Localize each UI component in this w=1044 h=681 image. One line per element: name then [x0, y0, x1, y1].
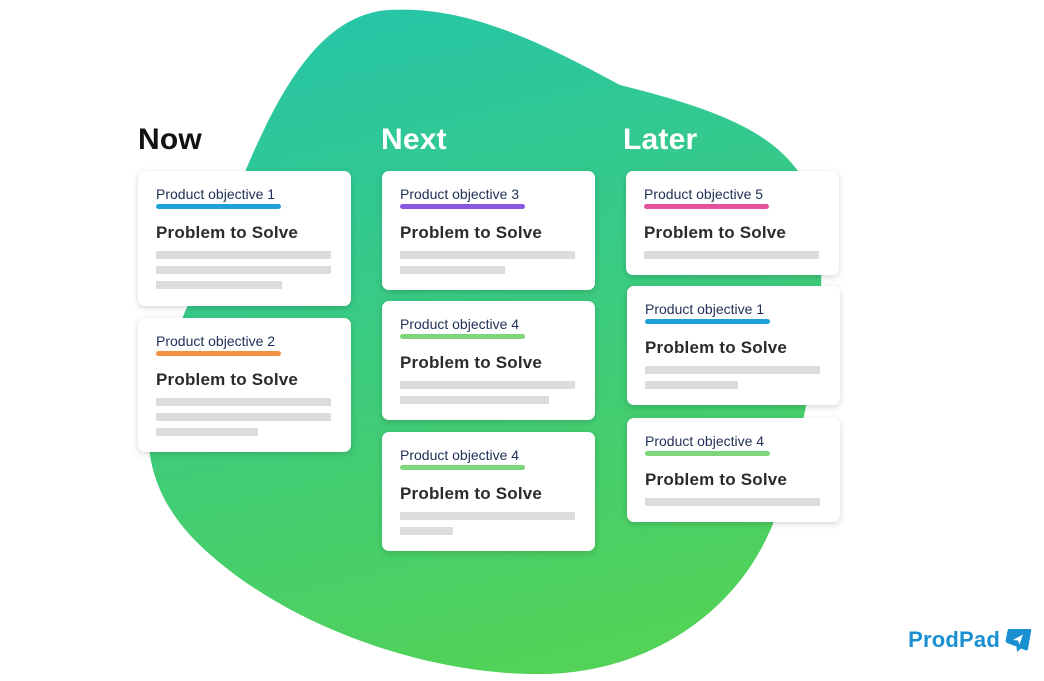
- card-problem-title: Problem to Solve: [400, 484, 543, 503]
- card-problem-title: Problem to Solve: [400, 353, 543, 372]
- prodpad-arrow-logo-icon: [1005, 629, 1032, 652]
- card-objective-label: Product objective 1: [156, 186, 276, 202]
- placeholder-text-line: [400, 512, 575, 520]
- card-problem-title: Problem to Solve: [156, 370, 299, 389]
- roadmap-card[interactable]: Product objective 3 Problem to Solve: [382, 171, 595, 290]
- prodpad-logo[interactable]: ProdPad: [908, 627, 1032, 653]
- placeholder-text-line: [156, 281, 282, 289]
- card-objective-label: Product objective 2: [156, 333, 276, 349]
- roadmap-card[interactable]: Product objective 1 Problem to Solve: [627, 286, 840, 405]
- card-objective-bar: [156, 351, 281, 356]
- card-placeholder-lines: [400, 381, 577, 404]
- card-placeholder-lines: [645, 498, 822, 506]
- roadmap-card[interactable]: Product objective 4 Problem to Solve: [382, 301, 595, 420]
- card-objective-bar: [156, 204, 281, 209]
- card-objective-label: Product objective 4: [645, 433, 765, 449]
- card-objective-bar: [400, 204, 525, 209]
- card-placeholder-lines: [156, 251, 333, 289]
- placeholder-text-line: [400, 251, 575, 259]
- placeholder-text-line: [644, 251, 819, 259]
- card-problem-title: Problem to Solve: [400, 223, 543, 242]
- roadmap-card[interactable]: Product objective 4 Problem to Solve: [627, 418, 840, 522]
- card-problem-title: Problem to Solve: [156, 223, 299, 242]
- placeholder-text-line: [400, 527, 453, 535]
- placeholder-text-line: [645, 498, 820, 506]
- placeholder-text-line: [645, 366, 820, 374]
- card-problem-title: Problem to Solve: [645, 338, 788, 357]
- card-objective-label: Product objective 3: [400, 186, 520, 202]
- column-title-later: Later: [623, 123, 698, 156]
- card-objective-label: Product objective 5: [644, 186, 764, 202]
- card-objective-bar: [645, 451, 770, 456]
- card-objective-label: Product objective 4: [400, 447, 520, 463]
- card-objective-bar: [645, 319, 770, 324]
- roadmap-card[interactable]: Product objective 2 Problem to Solve: [138, 318, 351, 452]
- card-placeholder-lines: [156, 398, 333, 436]
- card-objective-bar: [400, 465, 525, 470]
- card-placeholder-lines: [645, 366, 822, 389]
- column-title-next: Next: [381, 123, 447, 156]
- placeholder-text-line: [400, 266, 505, 274]
- placeholder-text-line: [400, 396, 549, 404]
- card-objective-bar: [400, 334, 525, 339]
- card-problem-title: Problem to Solve: [645, 470, 788, 489]
- card-placeholder-lines: [400, 251, 577, 274]
- card-objective-label: Product objective 4: [400, 316, 520, 332]
- card-objective-label: Product objective 1: [645, 301, 765, 317]
- placeholder-text-line: [156, 428, 258, 436]
- placeholder-text-line: [156, 266, 331, 274]
- placeholder-text-line: [400, 381, 575, 389]
- brand-name: ProdPad: [908, 627, 1000, 652]
- roadmap-card[interactable]: Product objective 5 Problem to Solve: [626, 171, 839, 275]
- placeholder-text-line: [156, 413, 331, 421]
- roadmap-card[interactable]: Product objective 1 Problem to Solve: [138, 171, 351, 306]
- card-problem-title: Problem to Solve: [644, 223, 787, 242]
- placeholder-text-line: [156, 251, 331, 259]
- card-objective-bar: [644, 204, 769, 209]
- placeholder-text-line: [645, 381, 738, 389]
- card-placeholder-lines: [400, 512, 577, 535]
- column-title-now: Now: [138, 123, 202, 156]
- card-placeholder-lines: [644, 251, 821, 259]
- placeholder-text-line: [156, 398, 331, 406]
- roadmap-card[interactable]: Product objective 4 Problem to Solve: [382, 432, 595, 551]
